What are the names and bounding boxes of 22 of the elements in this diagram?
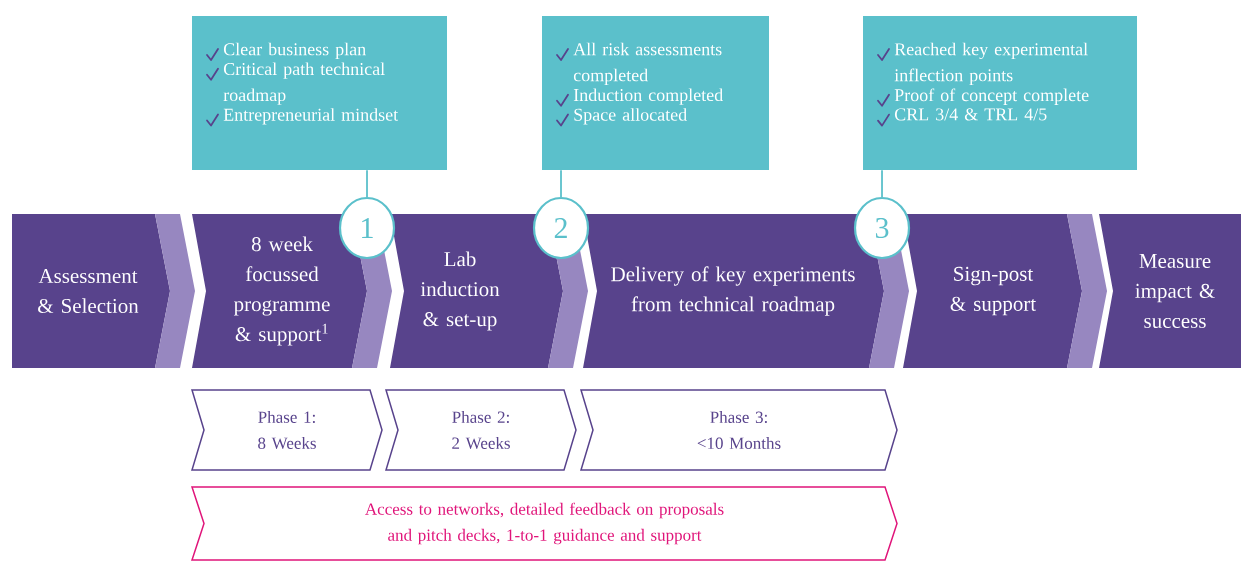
- checklist-item: Induction completed: [573, 88, 723, 105]
- checklist-box: [542, 16, 769, 170]
- chevron-outline: Phase 3: <10 Months: [580, 389, 898, 471]
- connector-line: [560, 169, 562, 198]
- chevron-outline: Phase 2: 2 Weeks: [385, 389, 577, 471]
- connector-line: [366, 169, 368, 198]
- chevron-step: Measure impact & success: [1099, 214, 1241, 368]
- connector-line: [881, 169, 883, 198]
- checklist-item: Reached key experimental inflection points: [894, 42, 1088, 85]
- checklist-item: Clear business plan: [223, 42, 366, 59]
- checklist-box: [192, 16, 447, 170]
- checklist-box: [863, 16, 1137, 170]
- checklist-item: All risk assessments completed: [573, 42, 722, 85]
- chevron-outline: Phase 1: 8 Weeks: [191, 389, 383, 471]
- chevron-step: Sign-post & support: [903, 214, 1107, 368]
- checklist-item: Proof of concept complete: [894, 88, 1089, 105]
- chevron-step: Assessment & Selection: [12, 214, 195, 368]
- checklist-item: CRL 3/4 & TRL 4/5: [894, 108, 1047, 121]
- checklist-item: Entrepreneurial mindset: [223, 108, 399, 125]
- chevron-outline: Access to networks, detailed feedback on proposals and pitch decks, 1-to-1 guidance and support: [190, 486, 898, 561]
- checklist-item: Critical path technical roadmap: [223, 62, 385, 105]
- checklist-item: Space allocated: [574, 108, 687, 125]
